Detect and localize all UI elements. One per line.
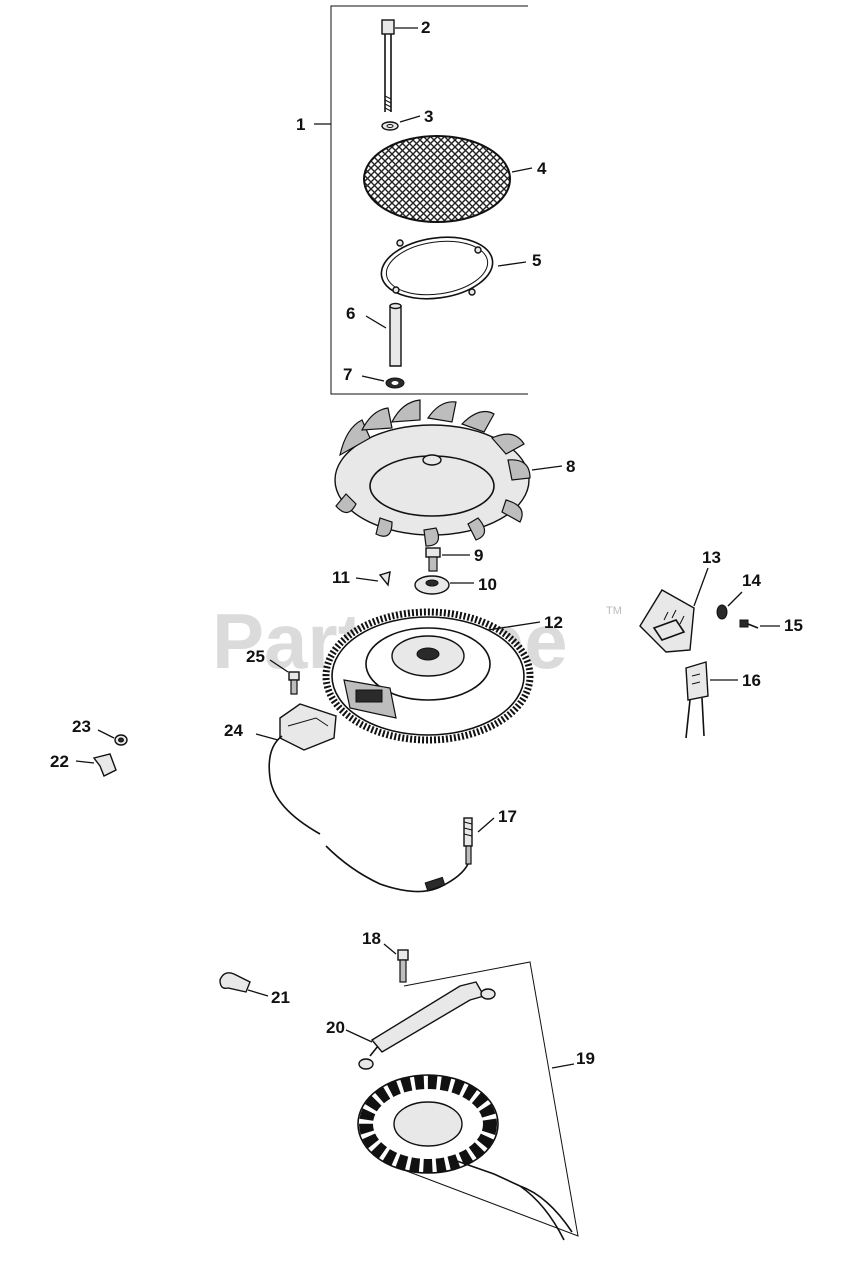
- callout-3: 3: [424, 107, 433, 126]
- part-16-rectifier: [685, 661, 738, 739]
- callout-8: 8: [566, 457, 575, 476]
- part-8-fan: [334, 399, 563, 547]
- callout-14: 14: [742, 571, 761, 590]
- part-15-screw: [739, 619, 780, 629]
- part-6-spacer: [365, 302, 402, 367]
- part-13-module: [639, 567, 709, 653]
- part-12-flywheel: [322, 608, 541, 744]
- callout-25: 25: [246, 647, 265, 666]
- callout-24: 24: [224, 721, 243, 740]
- callout-23: 23: [72, 717, 91, 736]
- part-2-bolt: [381, 19, 418, 112]
- kit-bracket: [314, 5, 528, 395]
- part-10-washer: [414, 575, 474, 595]
- callout-11: 11: [332, 568, 350, 587]
- callout-20: 20: [326, 1018, 345, 1037]
- part-7-washer: [361, 375, 405, 389]
- part-22-clip: [75, 753, 117, 777]
- callout-1: 1: [296, 115, 305, 134]
- part-5-ring: [380, 236, 527, 300]
- callout-19: 19: [576, 1049, 595, 1068]
- part-14-nut: [716, 591, 743, 620]
- part-18-screw: [383, 943, 409, 983]
- callout-13: 13: [702, 548, 721, 567]
- part-4-screen: [363, 135, 533, 223]
- callout-21: 21: [271, 988, 290, 1007]
- part-11-key: [355, 571, 391, 587]
- callout-5: 5: [532, 251, 541, 270]
- callout-18: 18: [362, 929, 381, 948]
- callout-15: 15: [784, 616, 803, 635]
- part-24-ignition-module: [255, 703, 469, 893]
- part-19-stator: [357, 961, 579, 1241]
- part-23-nut: [97, 729, 128, 746]
- callout-16: 16: [742, 671, 761, 690]
- callout-2: 2: [421, 18, 430, 37]
- watermark-trademark: TM: [606, 605, 622, 617]
- part-25-screw: [269, 659, 300, 695]
- callout-10: 10: [478, 575, 497, 594]
- callout-9: 9: [474, 546, 483, 565]
- callout-4: 4: [537, 159, 547, 178]
- callout-17: 17: [498, 807, 517, 826]
- callout-22: 22: [50, 752, 69, 771]
- callout-labels: 1 2 3 4 5 6 7 8 9 10 11 12 13 14 15 16 1…: [50, 18, 803, 1068]
- callout-6: 6: [346, 304, 355, 323]
- part-17-terminal: [463, 817, 495, 865]
- part-20-strap: [345, 981, 496, 1070]
- callout-12: 12: [544, 613, 563, 632]
- part-3-washer: [381, 115, 421, 131]
- part-9-bolt: [425, 547, 470, 572]
- callout-7: 7: [343, 365, 352, 384]
- part-21-clamp: [219, 972, 269, 997]
